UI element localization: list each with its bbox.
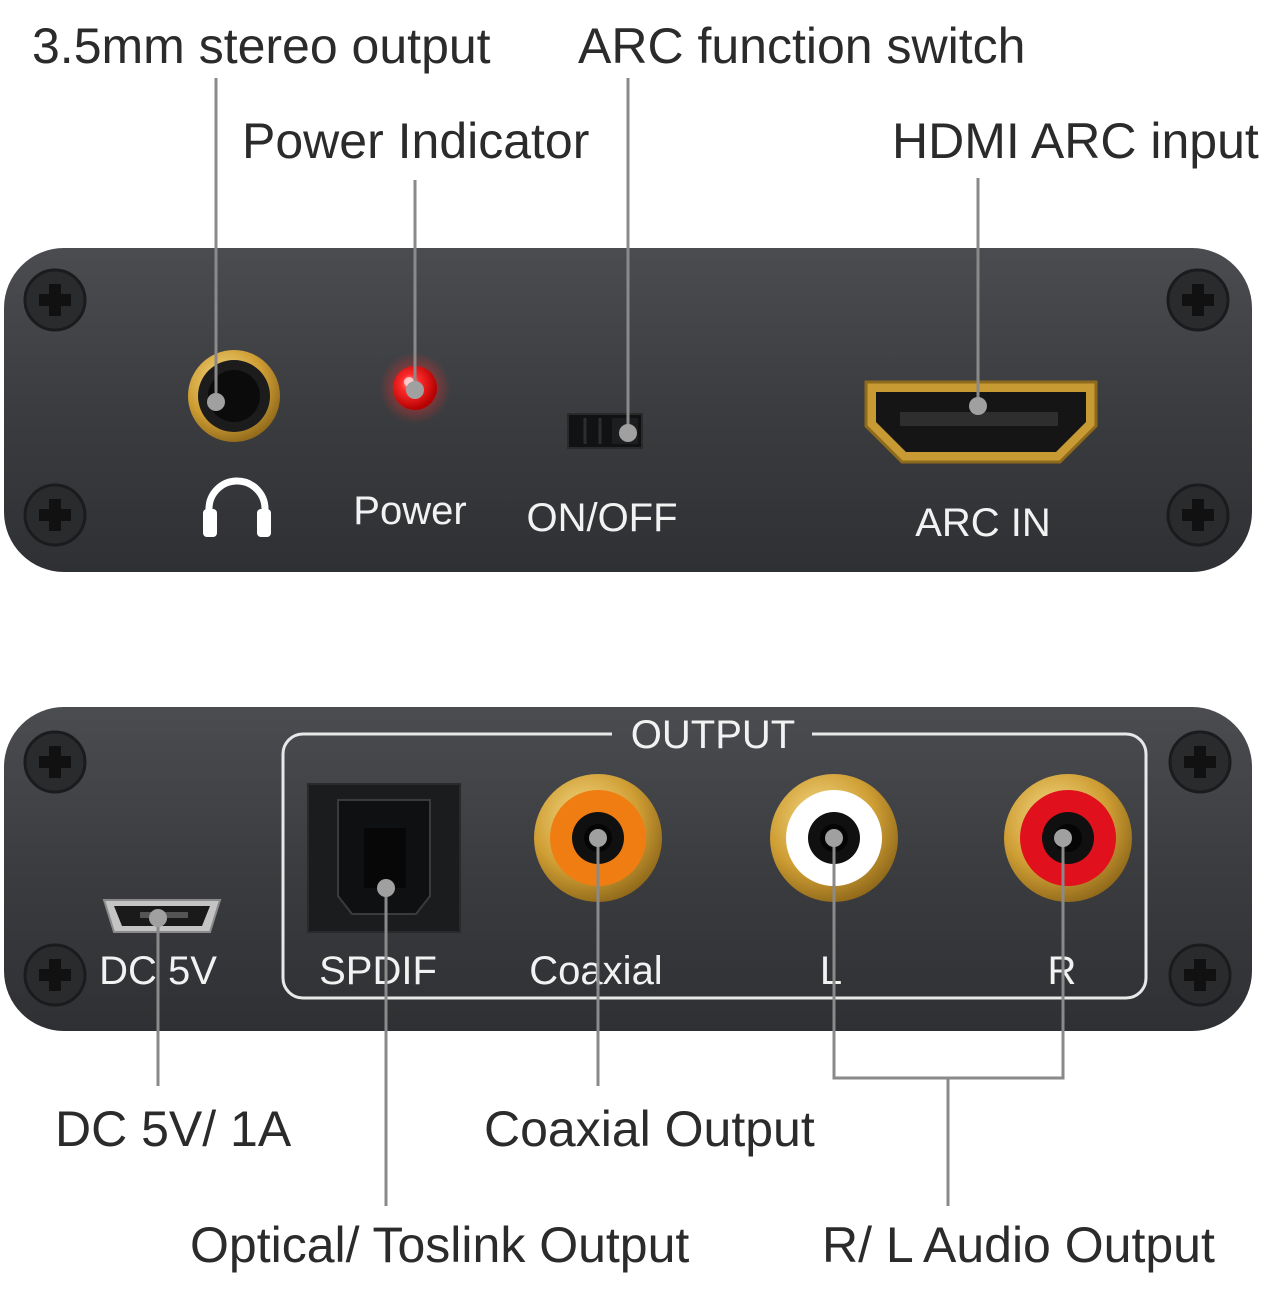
switch-label: ON/OFF [526, 496, 677, 540]
headphone-jack [188, 350, 280, 442]
leader-lines [149, 78, 1072, 1206]
power-label: Power [353, 489, 466, 533]
back-panel: OUTPUT DC 5V SPDIF Coaxial [4, 707, 1252, 1031]
callout-arc-switch: ARC function switch [578, 18, 1025, 74]
leader-dot [825, 829, 843, 847]
callout-power-indicator: Power Indicator [242, 113, 589, 169]
screw-icon [23, 730, 87, 794]
screw-icon [23, 268, 87, 332]
leader-dot [406, 381, 424, 399]
leader-dot [1054, 829, 1072, 847]
leader-dot [377, 879, 395, 897]
callout-hdmi-input: HDMI ARC input [892, 113, 1259, 169]
leader-dot [589, 829, 607, 847]
leader-dot [969, 397, 987, 415]
output-group-label: OUTPUT [631, 713, 795, 757]
leader-dot [619, 424, 637, 442]
headphone-icon [203, 477, 271, 537]
optical-port [307, 783, 461, 933]
left-label: L [820, 949, 842, 993]
arc-in-label: ARC IN [915, 501, 1051, 545]
screw-icon [1168, 730, 1232, 794]
callout-coaxial-output: Coaxial Output [484, 1101, 815, 1157]
spdif-label: SPDIF [319, 949, 437, 993]
screw-icon [1166, 483, 1230, 547]
screw-icon [1166, 268, 1230, 332]
output-group-frame [281, 732, 1148, 1000]
screw-icon [1168, 943, 1232, 1007]
screw-icon [23, 483, 87, 547]
callout-dc-power: DC 5V/ 1A [55, 1101, 292, 1157]
hdmi-port [864, 380, 1098, 464]
screw-icon [23, 943, 87, 1007]
callout-stereo-output: 3.5mm stereo output [32, 18, 491, 74]
leader-rl-audio-output [832, 838, 1065, 1206]
leader-dot [149, 909, 167, 927]
coaxial-label: Coaxial [529, 949, 662, 993]
callout-optical-output: Optical/ Toslink Output [190, 1217, 689, 1273]
callout-rl-audio-output: R/ L Audio Output [822, 1217, 1215, 1273]
leader-dot [207, 393, 225, 411]
